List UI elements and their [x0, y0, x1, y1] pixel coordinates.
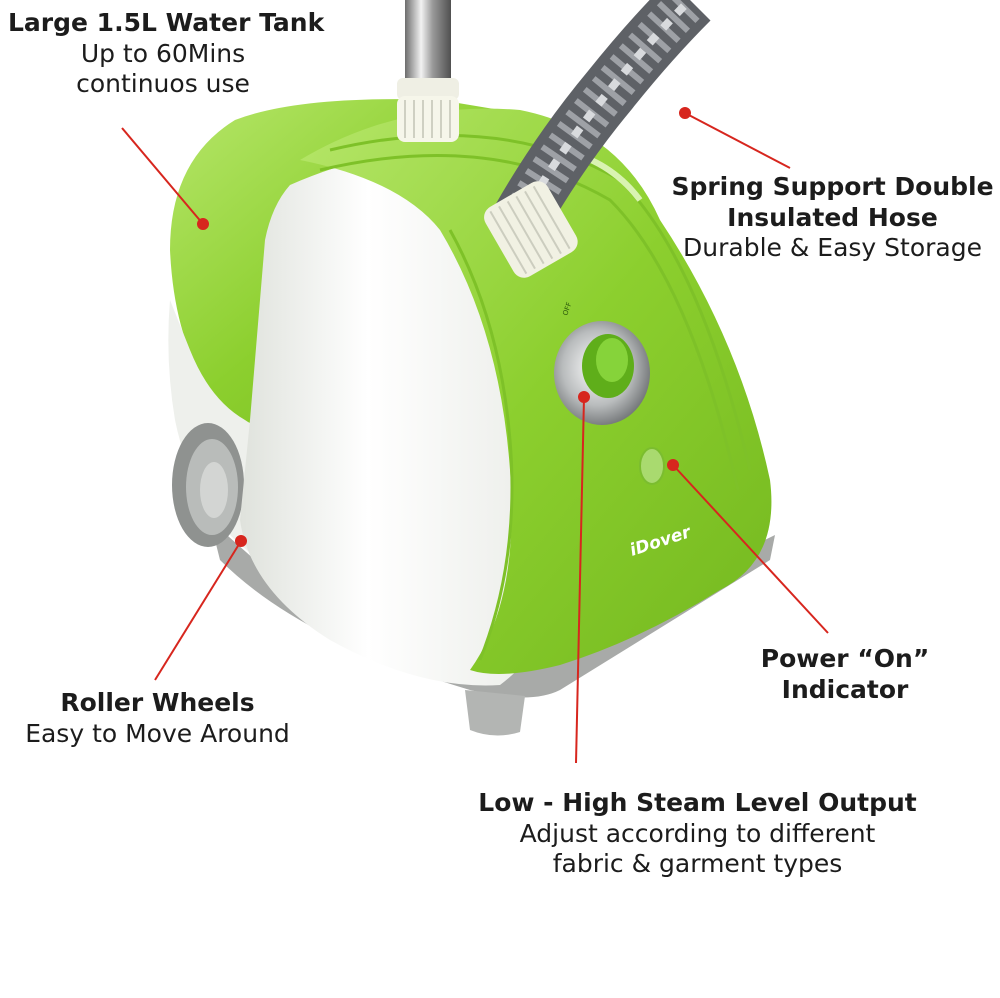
callout-water-tank-line1: Up to 60Mins	[80, 38, 246, 68]
power-indicator-light	[639, 447, 665, 485]
pointer-line-wheels	[154, 540, 242, 681]
callout-pointers	[121, 107, 829, 764]
callout-hose-title-1: Spring Support Double	[671, 172, 994, 201]
callout-wheels: Roller Wheels Easy to Move Around	[10, 688, 305, 749]
callout-steam-line2: fabric & garment types	[552, 849, 843, 878]
roller-wheel	[172, 423, 244, 547]
pointer-line-hose	[684, 112, 791, 169]
control-panel-green	[300, 108, 772, 675]
steam-level-dial[interactable]	[554, 321, 650, 425]
hose-connector	[484, 181, 578, 278]
callout-wheels-title: Roller Wheels	[60, 688, 255, 717]
callout-steam-line1: Adjust according to different	[519, 818, 876, 848]
pointer-dot-hose	[679, 107, 691, 119]
pointer-line-tank	[121, 127, 204, 225]
insulated-hose	[494, 0, 711, 235]
callout-steam-title: Low - High Steam Level Output	[478, 788, 917, 817]
pointer-line-power	[672, 464, 829, 634]
callout-hose-title-2: Insulated Hose	[727, 202, 938, 232]
callout-power-title-1: Power “On”	[760, 644, 930, 673]
callout-water-tank: Large 1.5L Water Tank Up to 60Mins conti…	[8, 8, 325, 100]
telescopic-pole	[397, 0, 459, 142]
base-foot	[465, 690, 525, 736]
callout-power: Power “On” Indicator	[740, 644, 950, 705]
callout-steam: Low - High Steam Level Output Adjust acc…	[470, 788, 925, 880]
callout-hose-sub: Durable & Easy Storage	[683, 233, 982, 262]
callout-wheels-sub: Easy to Move Around	[25, 718, 290, 748]
pointer-dot-power	[667, 459, 679, 471]
callout-power-title-2: Indicator	[781, 674, 909, 704]
callout-water-tank-title: Large 1.5L Water Tank	[8, 8, 325, 37]
pointer-dot-wheels	[235, 535, 247, 547]
pointer-dot-steam	[578, 391, 590, 403]
pointer-line-steam	[575, 396, 585, 764]
callout-hose: Spring Support Double Insulated Hose Dur…	[670, 172, 995, 264]
callout-water-tank-line2: continuos use	[76, 69, 250, 98]
pointer-dot-tank	[197, 218, 209, 230]
